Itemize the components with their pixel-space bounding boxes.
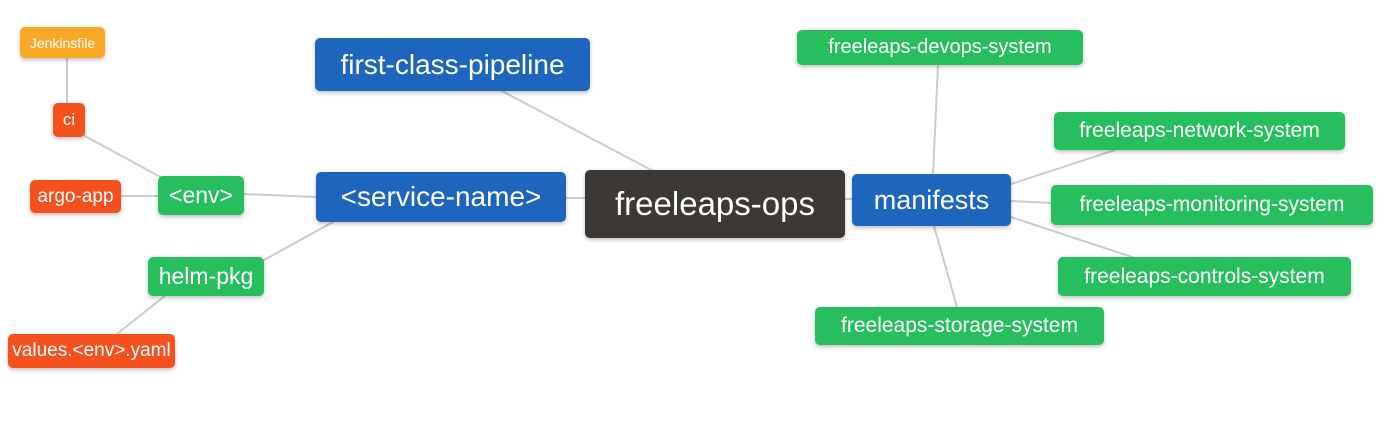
edge-pipeline-root: [499, 89, 656, 173]
edge-manifests-devops: [932, 63, 939, 176]
node-manifests[interactable]: manifests: [852, 174, 1011, 226]
node-service-name[interactable]: <service-name>: [316, 172, 566, 222]
node-ci[interactable]: ci: [53, 103, 85, 137]
node-env[interactable]: <env>: [158, 176, 244, 215]
node-first-class-pipeline[interactable]: first-class-pipeline: [315, 38, 590, 91]
edge-ci-env: [82, 134, 167, 181]
node-freeleaps-controls-system[interactable]: freeleaps-controls-system: [1058, 257, 1351, 296]
edge-helmpkg-servicename: [263, 221, 334, 261]
node-jenkinsfile[interactable]: Jenkinsfile: [20, 27, 105, 58]
edge-manifests-monitoring: [1010, 200, 1052, 204]
node-freeleaps-storage-system[interactable]: freeleaps-storage-system: [815, 307, 1104, 345]
edge-env-servicename: [243, 193, 317, 198]
node-freeleaps-devops-system[interactable]: freeleaps-devops-system: [797, 30, 1083, 65]
node-freeleaps-ops-root[interactable]: freeleaps-ops: [585, 170, 845, 238]
edge-values-helmpkg: [116, 294, 167, 335]
edge-manifests-network: [1010, 149, 1116, 185]
node-helm-pkg[interactable]: helm-pkg: [148, 257, 264, 296]
node-values-env-yaml[interactable]: values.<env>.yaml: [8, 334, 175, 368]
edge-manifests-storage: [933, 225, 958, 308]
node-argo-app[interactable]: argo-app: [30, 180, 121, 213]
node-freeleaps-network-system[interactable]: freeleaps-network-system: [1054, 112, 1345, 150]
node-freeleaps-monitoring-system[interactable]: freeleaps-monitoring-system: [1051, 185, 1373, 225]
